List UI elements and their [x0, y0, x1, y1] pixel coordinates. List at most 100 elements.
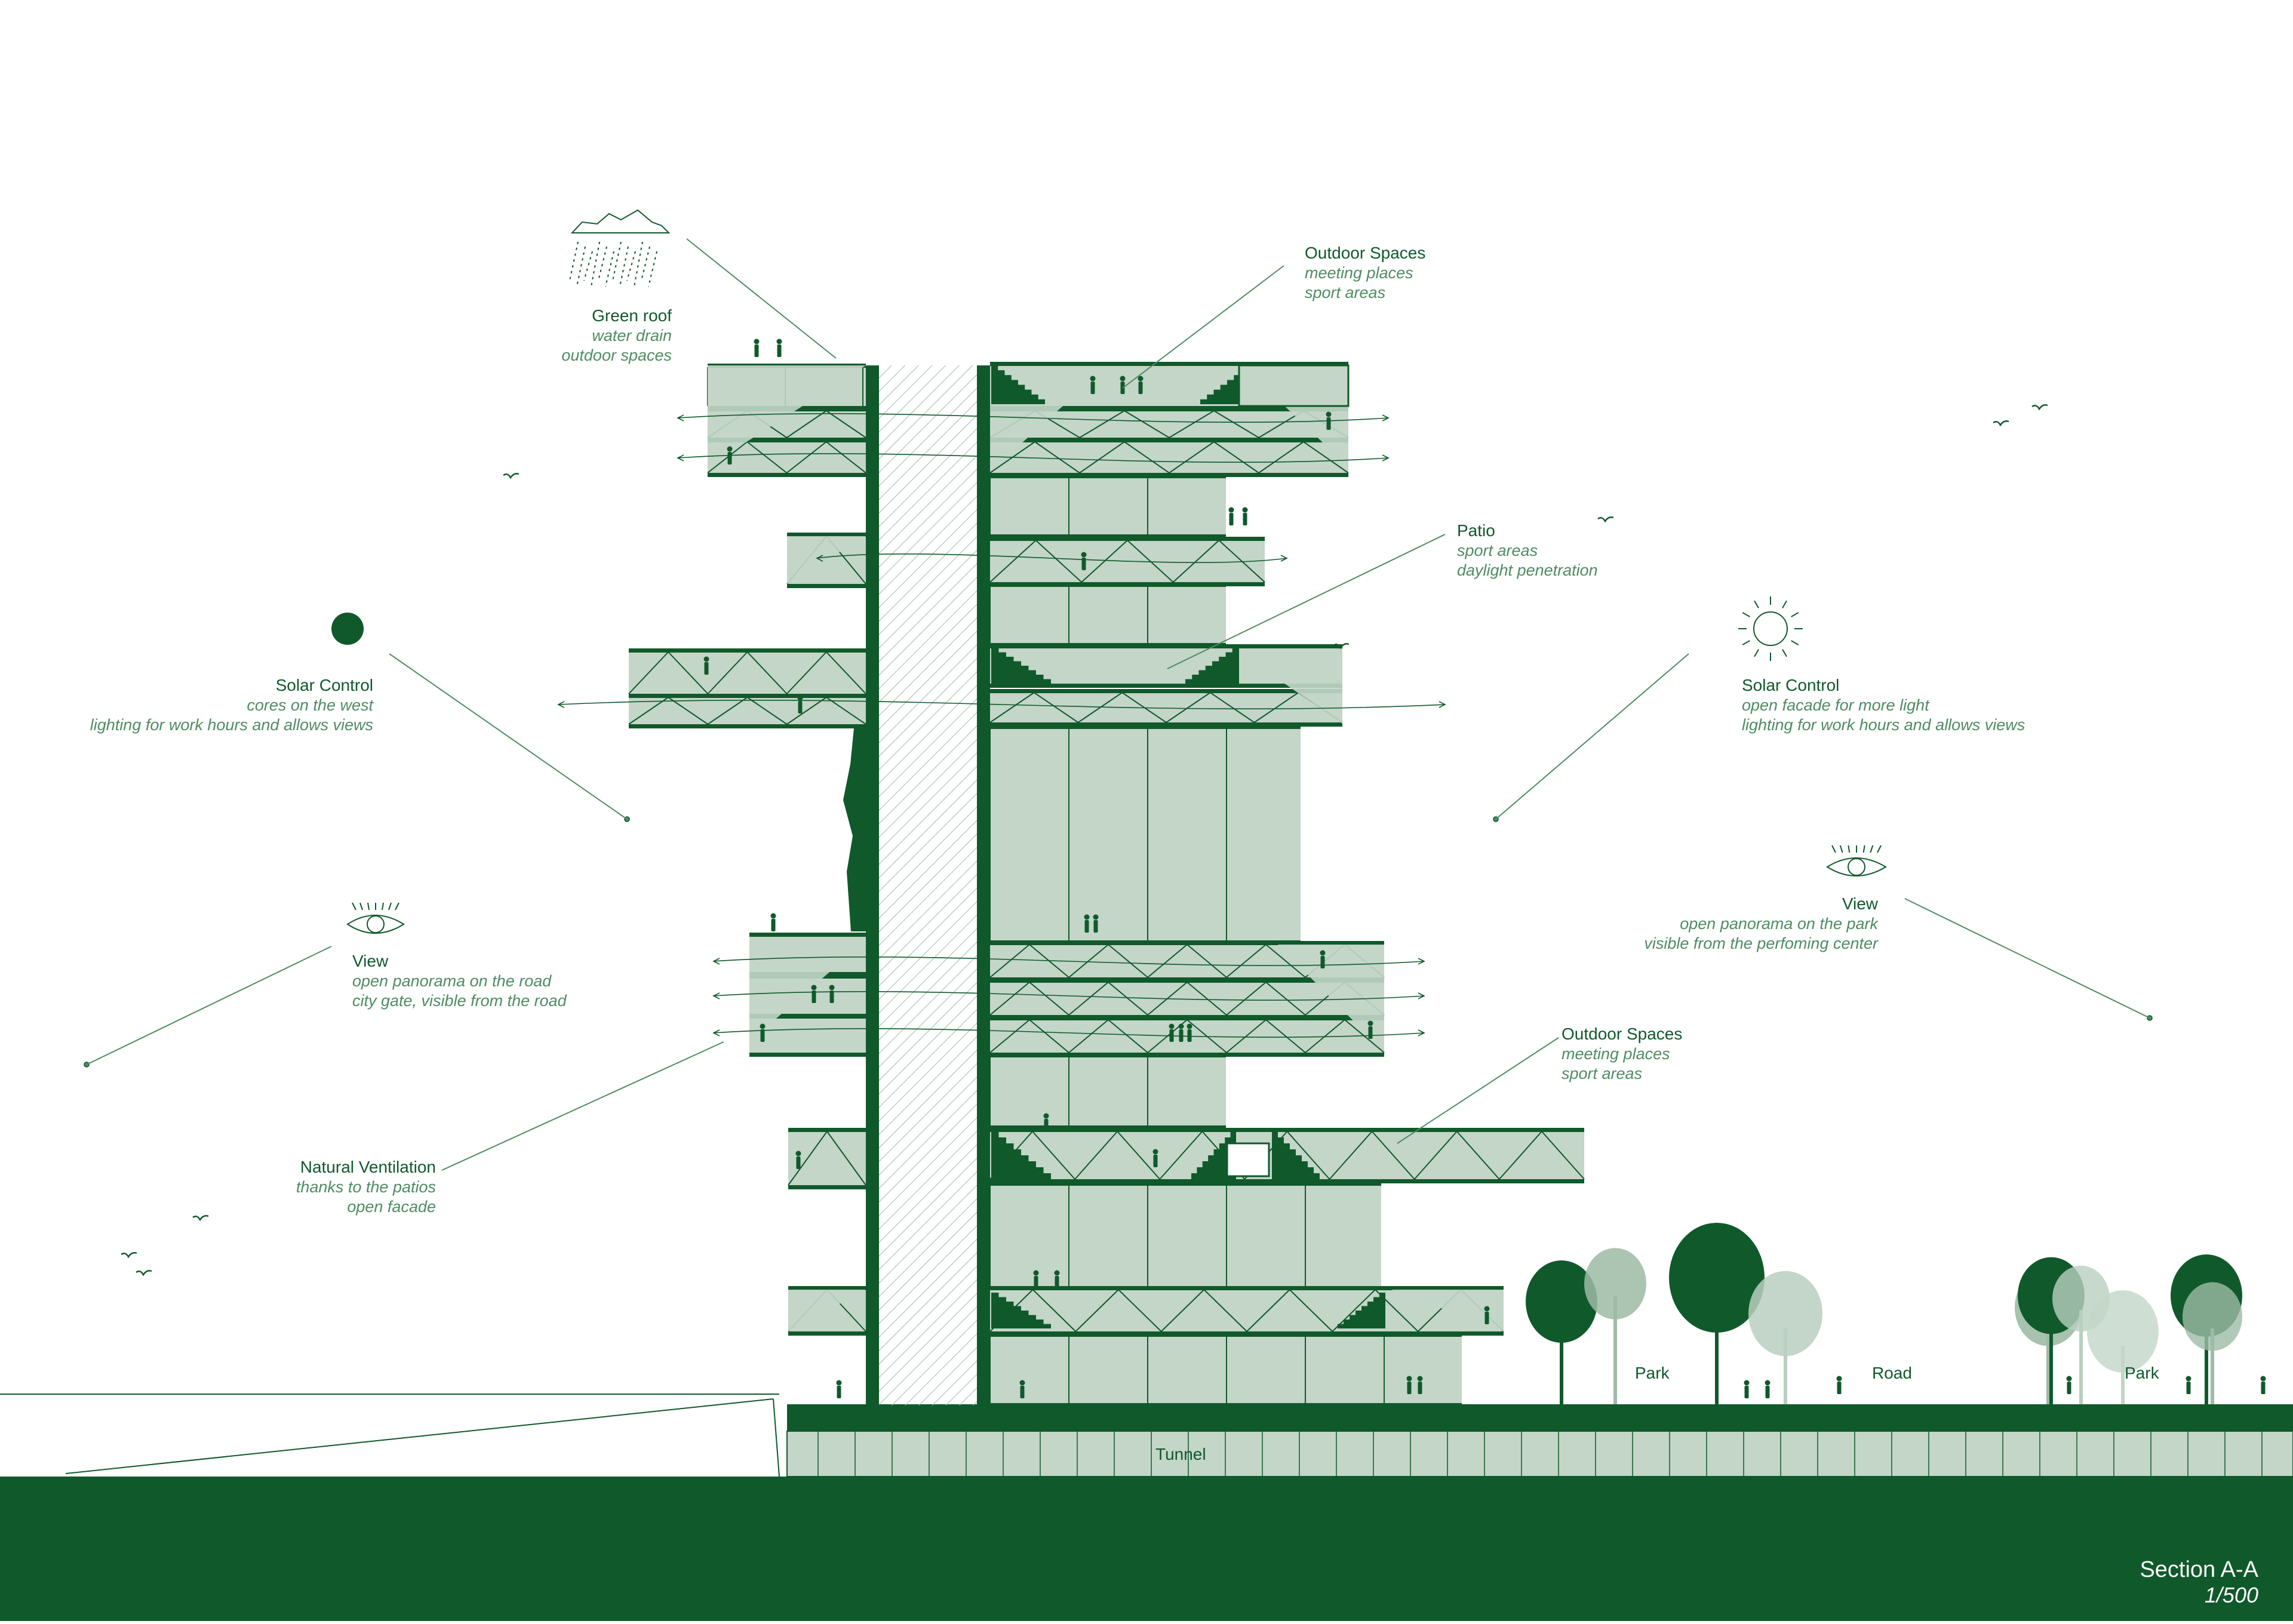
truss-member — [788, 1131, 828, 1186]
floor-slab — [990, 1128, 1584, 1132]
tree-trunk — [1613, 1296, 1617, 1404]
bird-icon — [1333, 643, 1350, 650]
sun-ray — [1791, 612, 1799, 617]
person-head — [1326, 411, 1332, 417]
person-body — [1243, 513, 1247, 525]
floor-slab — [990, 1179, 1584, 1183]
roof-block — [1238, 364, 1350, 407]
tree-trunk — [2049, 1309, 2053, 1404]
person-head — [1406, 1376, 1412, 1382]
tree-crown — [2087, 1290, 2159, 1373]
tree-trunk — [1784, 1328, 1787, 1404]
sun-ray — [1742, 640, 1750, 645]
truss-member — [1075, 1289, 1119, 1332]
cloud-rain-icon — [569, 209, 671, 287]
ground-slab — [0, 1477, 2293, 1621]
floor-slab — [749, 1014, 866, 1019]
floor-slab — [787, 584, 866, 588]
person-head — [1033, 1270, 1039, 1276]
tree-trunk — [1560, 1316, 1563, 1404]
stair — [1191, 1131, 1236, 1179]
airflow-line — [677, 453, 1389, 463]
eyelash — [1831, 845, 1836, 853]
floor-slab — [788, 1128, 866, 1132]
person-head — [754, 339, 760, 345]
annotation-ventilation: Natural Ventilation thanks to the patios… — [296, 1158, 436, 1216]
person-body — [1153, 1155, 1158, 1167]
rain-streak — [648, 251, 657, 287]
person-head — [770, 913, 776, 919]
truss-member — [746, 441, 788, 473]
person-head — [1178, 1023, 1184, 1029]
tree-trunk — [2205, 1310, 2208, 1404]
truss-member — [1068, 944, 1109, 978]
truss-member — [1413, 1131, 1458, 1180]
annotation-outdoor-top: Outdoor Spaces meeting places sport area… — [1305, 244, 1426, 302]
floor-slab — [990, 1286, 1504, 1290]
truss-member — [1035, 540, 1083, 583]
eyelash — [1862, 845, 1865, 853]
sun-ray — [1742, 612, 1750, 617]
person-head — [1152, 1149, 1158, 1155]
floor-slab — [990, 725, 1301, 729]
tree-crown — [1669, 1223, 1765, 1333]
truss-member — [1305, 1019, 1345, 1053]
truss-member — [1169, 441, 1215, 473]
bird-icon — [121, 404, 2048, 1277]
airflow-arrows — [84, 413, 2153, 1068]
person-body — [1084, 920, 1089, 933]
rain-streak — [634, 241, 643, 287]
person-head — [1120, 376, 1126, 382]
person-body — [777, 345, 782, 357]
eyelash — [382, 902, 384, 911]
floor-slab — [990, 1333, 1462, 1337]
tree-trunk — [2079, 1310, 2083, 1404]
cantilever-wedge — [1239, 652, 1342, 724]
truss-member — [1172, 540, 1220, 583]
airflow-line — [677, 413, 1389, 423]
annotation-view-east: View open panorama on the park visible f… — [1644, 894, 1878, 953]
trees — [1526, 1223, 2242, 1404]
person-body — [1138, 382, 1143, 394]
truss-member — [1169, 410, 1215, 438]
annotation-green-roof: Green roof water drain outdoor spaces — [561, 306, 672, 365]
rain-streak — [626, 251, 636, 281]
floor-slab — [990, 583, 1226, 587]
cantilever-wedge — [788, 1290, 866, 1331]
truss-member — [1541, 1131, 1585, 1180]
person-head — [1138, 376, 1144, 382]
truss-member — [668, 651, 709, 694]
person-head — [1744, 1380, 1750, 1386]
person-head — [1765, 1380, 1771, 1386]
site-label-park-right: Park — [2125, 1364, 2159, 1382]
truss-member — [1068, 982, 1109, 1016]
truss-member — [826, 410, 866, 438]
sun-ray — [1754, 600, 1759, 608]
floor-slab — [990, 644, 1342, 648]
truss-member — [1068, 1019, 1109, 1053]
person-head — [2260, 1376, 2266, 1382]
person-head — [2186, 1376, 2191, 1382]
truss-member — [1218, 540, 1265, 583]
rain-streak — [598, 246, 607, 281]
floor-band — [990, 982, 1384, 1015]
floor-slab — [788, 1331, 866, 1336]
floor-band — [990, 693, 1342, 722]
truss-member — [786, 697, 827, 725]
airflow-arrowhead — [712, 992, 720, 999]
eyelash — [388, 902, 392, 911]
stair — [1338, 1293, 1385, 1328]
truss-member — [1226, 982, 1267, 1016]
person-head — [703, 656, 709, 662]
sun-ray — [1782, 649, 1787, 657]
annotation-solar-west: Solar Control cores on the west lighting… — [90, 676, 373, 734]
floor-slab — [990, 684, 1342, 688]
floor-band — [990, 478, 1226, 534]
core-wall-east — [977, 365, 990, 1405]
person-head — [797, 695, 803, 701]
eyelash — [1839, 845, 1843, 853]
truss-member — [989, 1019, 1030, 1053]
truss-member — [1108, 1019, 1148, 1053]
cantilever-wedge — [708, 365, 866, 467]
